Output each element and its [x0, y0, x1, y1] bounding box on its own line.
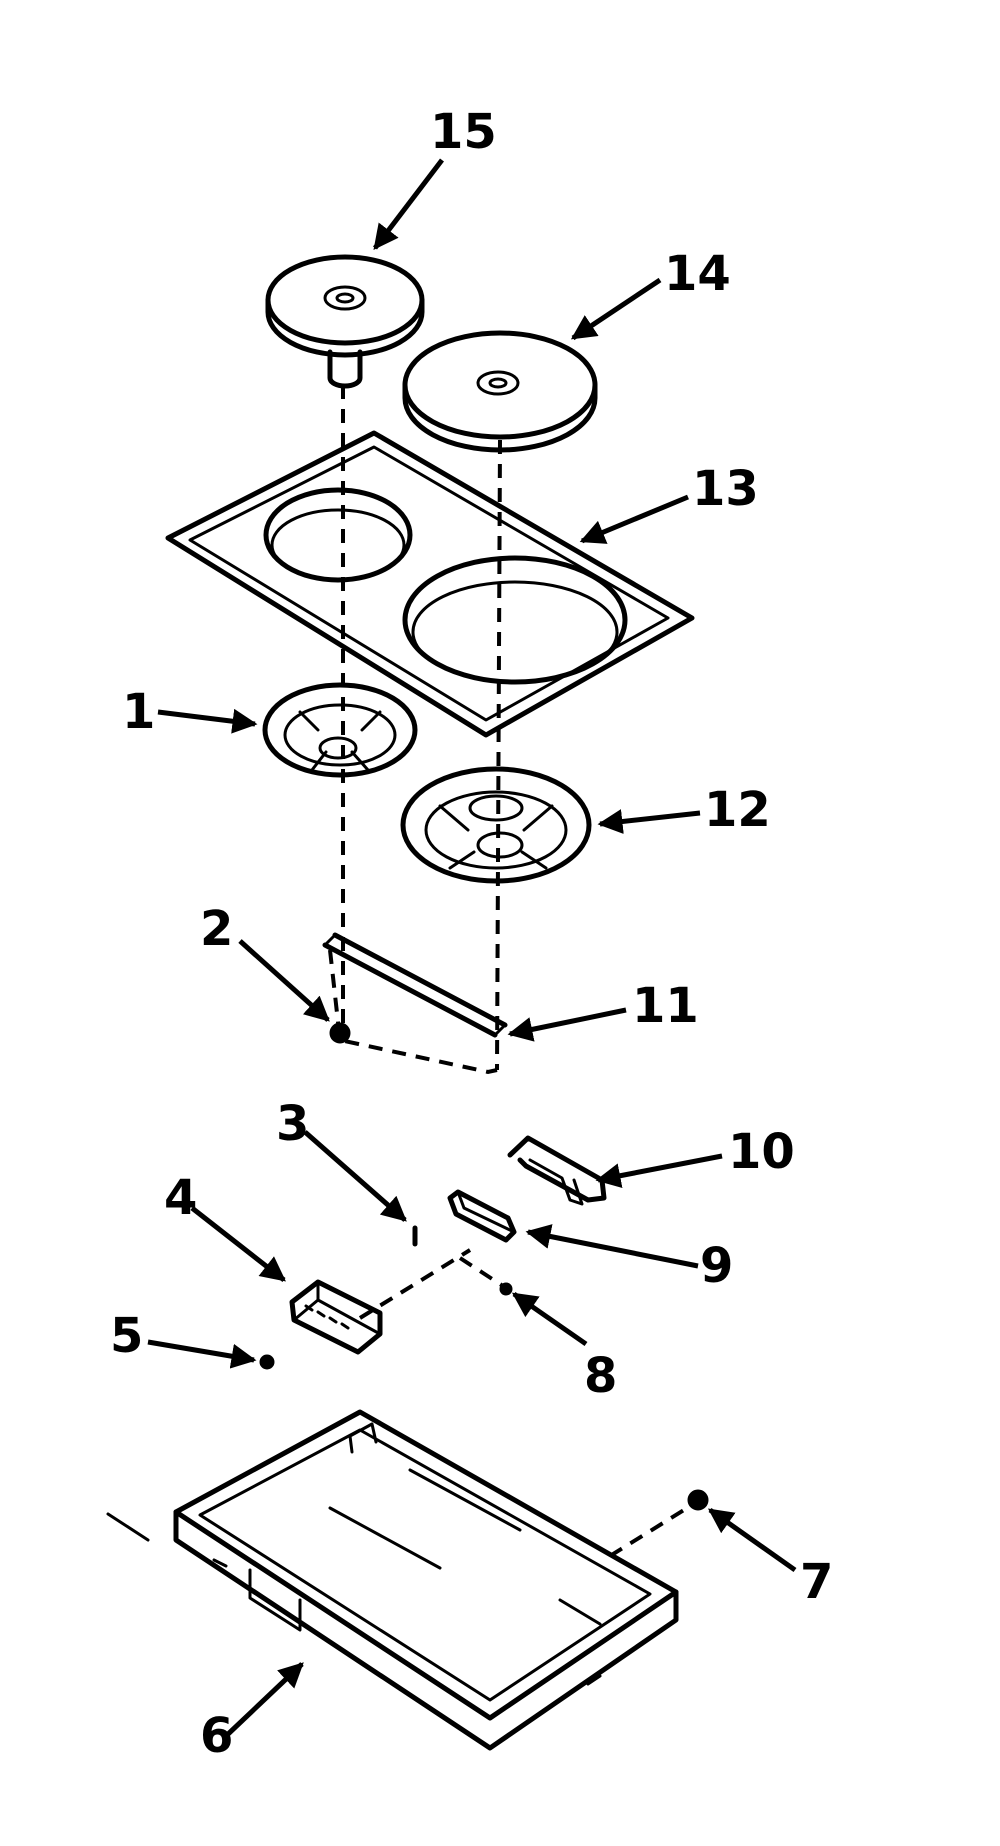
callout-3: 3: [276, 1096, 309, 1152]
part-11-bracket: [322, 932, 508, 1038]
callout-9: 9: [700, 1238, 733, 1294]
part-12-large-drip-bowl: [400, 766, 592, 884]
alignment-lines: [328, 385, 694, 1558]
part-5-screw: [259, 1354, 275, 1370]
callout-2: 2: [200, 901, 233, 957]
callout-12: 12: [704, 782, 771, 838]
part-14-large-surface-element: [402, 330, 598, 453]
stray-mark: [106, 1512, 150, 1542]
part-15-small-surface-element: [265, 254, 425, 389]
part-4-terminal-block: [289, 1279, 383, 1355]
callout-numbers: 15 14 13 1 12 2 11 3 10 4 9 5 8 7 6: [110, 104, 833, 1764]
part-9-clip: [447, 1189, 517, 1243]
callout-15: 15: [430, 104, 497, 160]
callout-11: 11: [632, 978, 699, 1034]
callout-7: 7: [800, 1554, 833, 1610]
part-13-cooktop-panel: [165, 430, 695, 738]
callout-4: 4: [164, 1170, 197, 1226]
callout-6: 6: [200, 1708, 233, 1764]
callout-14: 14: [664, 246, 731, 302]
callout-1: 1: [122, 684, 155, 740]
callout-13: 13: [692, 461, 759, 517]
callout-8: 8: [584, 1348, 617, 1404]
callout-10: 10: [728, 1124, 795, 1180]
part-6-burner-box: [173, 1409, 679, 1751]
callout-5: 5: [110, 1308, 143, 1364]
part-1-small-drip-bowl: [262, 682, 418, 778]
leader-lines: [147, 158, 797, 1738]
part-10-wire-bracket: [507, 1135, 607, 1206]
part-7-screw: [687, 1489, 709, 1511]
